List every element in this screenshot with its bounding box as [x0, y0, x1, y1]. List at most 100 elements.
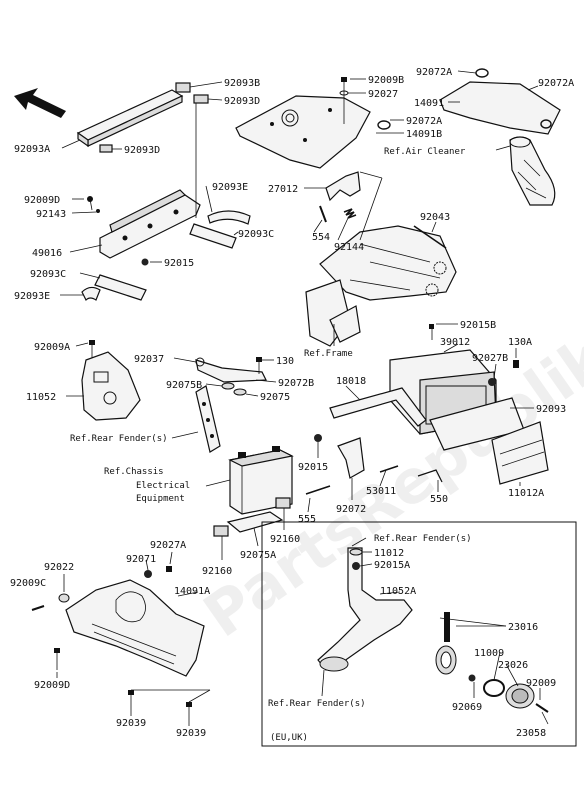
foam-pad-92093D	[99, 144, 113, 153]
battery-bracket-49016	[99, 189, 201, 259]
label-92160: 92160	[202, 566, 232, 577]
foam-strip-92093C-left	[94, 274, 147, 301]
label-92075B: 92075B	[166, 380, 202, 391]
label-92075A: 92075A	[240, 550, 276, 561]
label-27012: 27012	[268, 184, 298, 195]
label-92015: 92015	[164, 258, 194, 269]
label-92009B: 92009B	[368, 75, 404, 86]
label-92015A: 92015A	[374, 560, 410, 571]
label-14091B: 14091B	[406, 129, 442, 140]
bolt-130A	[513, 360, 519, 368]
label-92093E: 92093E	[212, 182, 248, 193]
ref-chassis-line3: Equipment	[136, 494, 185, 504]
label-11012A: 11012A	[508, 488, 544, 499]
bolt-92039-right	[186, 702, 192, 720]
label-92015B: 92015B	[460, 320, 496, 331]
label-23058: 23058	[516, 728, 546, 739]
cover-14091A	[65, 579, 205, 677]
label-550: 550	[430, 494, 448, 505]
label-53011: 53011	[366, 486, 396, 497]
nut-92015-mid	[314, 434, 322, 442]
ref-chassis-line1: Ref.Chassis	[104, 467, 164, 477]
label-92027: 92027	[368, 89, 398, 100]
bracket-rear-fender	[195, 385, 221, 453]
label-92043: 92043	[420, 212, 450, 223]
label-92093B: 92093B	[224, 78, 260, 89]
lens-23026	[505, 683, 535, 709]
stay-18018	[329, 387, 427, 427]
washer-92075B	[221, 382, 235, 390]
leaders-bottom-left	[56, 551, 211, 726]
label-92093C: 92093C	[30, 269, 66, 280]
label-14091: 14091	[414, 98, 444, 109]
ref-chassis-line2: Electrical	[136, 481, 190, 491]
air-cleaner-duct	[509, 136, 556, 206]
leaders-11052	[66, 342, 89, 397]
bracket-11052	[81, 351, 141, 421]
foam-strip-92093C-right	[189, 223, 237, 249]
label-130: 130	[276, 356, 294, 367]
label-11009: 11009	[474, 648, 504, 659]
nut-92015	[141, 258, 149, 266]
ring-92072A-right	[540, 119, 552, 129]
washer-92069	[468, 674, 476, 682]
leaders-battery	[205, 479, 285, 560]
label-11052A: 11052A	[380, 586, 416, 597]
pad-92160-left	[213, 525, 229, 537]
reflector-housing-23016	[435, 612, 457, 675]
label-92027A: 92027A	[150, 540, 186, 551]
bolt-92039-left	[128, 690, 134, 710]
label-92160: 92160	[270, 534, 300, 545]
label-554: 554	[312, 232, 330, 243]
ref-frame: Ref.Frame	[304, 349, 353, 359]
label-92037: 92037	[134, 354, 164, 365]
frame-section	[305, 225, 457, 347]
label-555: 555	[298, 514, 316, 525]
label-92093C: 92093C	[238, 229, 274, 240]
bolt-130	[256, 357, 262, 374]
label-49016: 49016	[32, 248, 62, 259]
label-92093D: 92093D	[124, 145, 160, 156]
bolt-92043	[413, 225, 447, 249]
leaders-top-right	[448, 70, 539, 151]
label-92009: 92009	[526, 678, 556, 689]
pin-53011	[379, 465, 399, 473]
ring-11009	[483, 679, 505, 697]
label-92071: 92071	[126, 554, 156, 565]
ref-rear-fender: Ref.Rear Fender(s)	[374, 534, 472, 544]
label-39012: 39012	[440, 337, 470, 348]
cover-14091B	[235, 95, 371, 169]
bolt-554	[319, 205, 327, 223]
nut-92015A	[352, 562, 360, 570]
label-92093D: 92093D	[224, 96, 260, 107]
spring-92144	[343, 208, 357, 219]
clip-92143	[96, 209, 100, 213]
inset-note: (EU,UK)	[270, 733, 308, 743]
label-92075: 92075	[260, 392, 290, 403]
label-92072A: 92072A	[406, 116, 442, 127]
label-92143: 92143	[36, 209, 66, 220]
label-18018: 18018	[336, 376, 366, 387]
bracket-92072	[337, 437, 365, 479]
ref-air-cleaner: Ref.Air Cleaner	[384, 147, 466, 157]
label-130A: 130A	[508, 337, 532, 348]
inset-frame	[261, 521, 577, 747]
foam-arc-92093E-left	[81, 286, 101, 302]
label-92009C: 92009C	[10, 578, 46, 589]
stay-11052A	[317, 547, 413, 672]
label-92072B: 92072B	[278, 378, 314, 389]
label-11012: 11012	[374, 548, 404, 559]
pad-92075A	[226, 511, 284, 533]
foam-strip-92093B	[76, 89, 184, 148]
label-11052: 11052	[26, 392, 56, 403]
ref-rear-fender: Ref.Rear Fender(s)	[268, 699, 366, 709]
clip-92027A	[166, 566, 172, 572]
foam-pad-92093B	[175, 82, 191, 93]
bolt-92015B	[429, 324, 434, 340]
leaders-frame	[304, 171, 437, 346]
label-92072A: 92072A	[416, 67, 452, 78]
ring-92072A	[377, 120, 391, 130]
label-92072A: 92072A	[538, 78, 574, 89]
bolt-92009C	[31, 605, 45, 611]
